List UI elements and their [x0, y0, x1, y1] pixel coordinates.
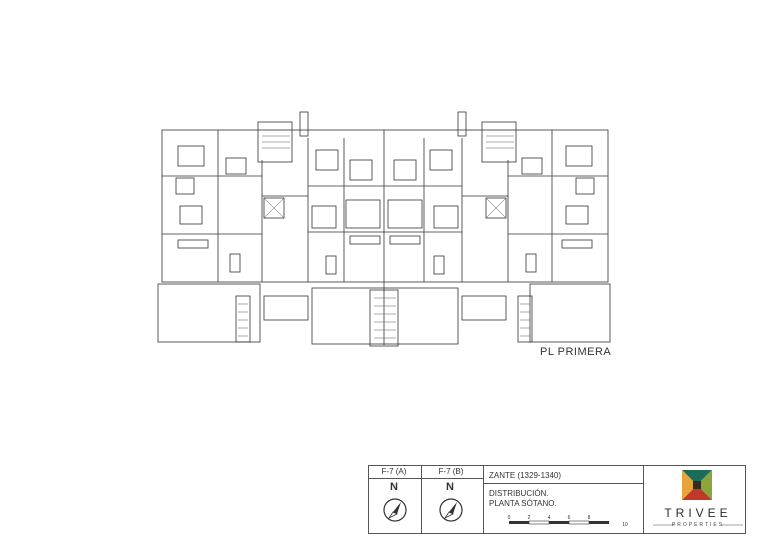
- scale-tick: 8: [588, 515, 591, 521]
- stair-core-right: [481, 121, 517, 163]
- scale-tick: 10: [622, 522, 628, 528]
- scale-tick: 0: [508, 515, 511, 521]
- scale-tick: 2: [528, 515, 531, 521]
- building-outline: [161, 129, 609, 283]
- logo-rule: [653, 524, 743, 526]
- terrace-center: [311, 287, 459, 345]
- logo-tagline: PROPERTIES: [671, 522, 725, 528]
- description-line-1: DISTRIBUCIÓN.: [489, 489, 549, 498]
- scale-tick: 4: [548, 515, 551, 521]
- stair-lower-right: [517, 295, 533, 343]
- scale-tick: 6: [568, 515, 571, 521]
- terrace-left: [157, 283, 261, 343]
- description-line-2: PLANTA SÓTANO.: [489, 499, 557, 508]
- trivee-logo-icon: [682, 470, 712, 500]
- title-block: [368, 465, 746, 534]
- drawing-code-b: F-7 (B): [438, 467, 464, 476]
- north-arrow-icon: [383, 498, 407, 522]
- north-label-b: N: [446, 481, 454, 493]
- north-arrow-icon: [439, 498, 463, 522]
- floor-plan: [157, 111, 611, 347]
- north-label-a: N: [390, 481, 398, 493]
- project-name: ZANTE (1329-1340): [489, 471, 562, 480]
- drawing-code-a: F-7 (A): [381, 467, 407, 476]
- stair-lower-center: [369, 289, 399, 347]
- scale-bar: 0 2 4 6 8 10: [508, 515, 628, 528]
- stair-core-left: [257, 121, 293, 163]
- logo-name: TRIVEE: [664, 506, 732, 520]
- stair-lower-left: [235, 295, 251, 343]
- level-label: PL PRIMERA: [540, 346, 612, 358]
- terrace-right: [529, 283, 611, 343]
